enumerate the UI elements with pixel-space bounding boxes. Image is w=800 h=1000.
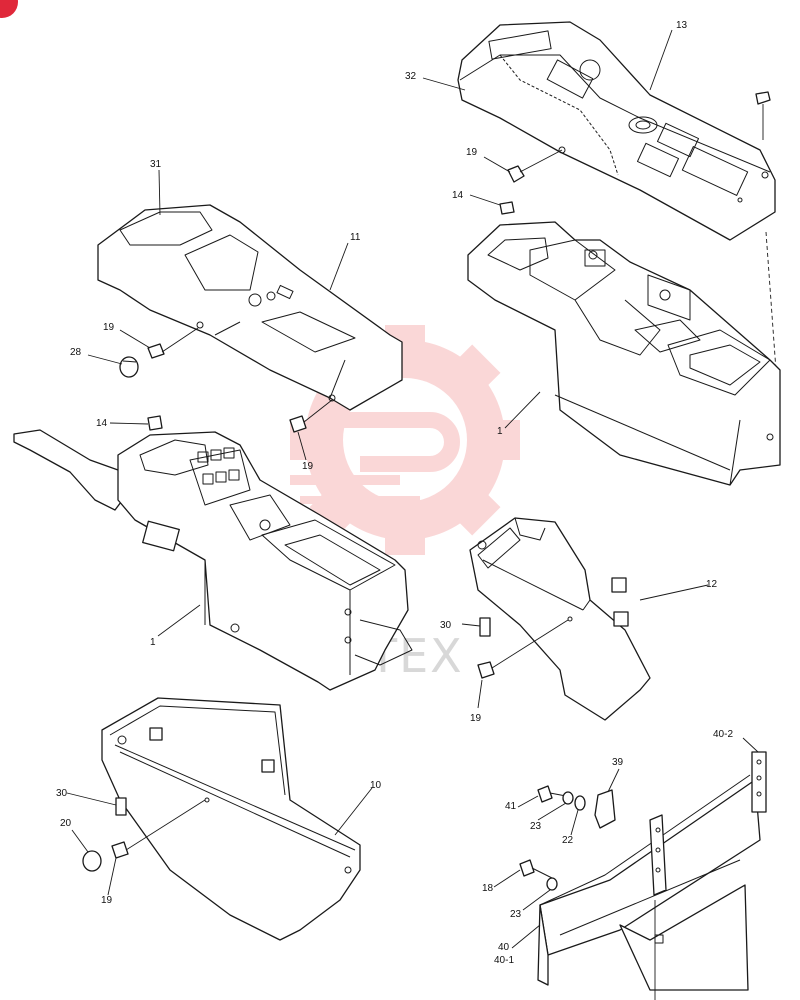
callout-39: 39 [612,757,624,768]
bolt-18 [519,859,553,879]
callout-11: 11 [350,232,361,243]
callout-23: 23 [510,909,522,920]
side-cover-12 [469,517,651,721]
callout-1: 1 [497,426,503,437]
callout-19: 19 [302,461,314,472]
callout-40-2: 40-2 [713,729,733,740]
bolt-30-right [479,617,491,637]
callout-19: 19 [470,713,482,724]
callout-19: 19 [101,895,113,906]
washer-23-upper [562,791,574,805]
callout-20: 20 [60,818,72,829]
nut-14-left [147,415,163,431]
callout-22: 22 [562,835,574,846]
bolt-19-left-a [147,327,199,359]
bolt-19-center [289,399,333,433]
bolt-30-left [115,797,127,816]
callout-40-1: 40-1 [494,955,514,966]
callout-19: 19 [466,147,478,158]
callout-14: 14 [96,418,108,429]
knob-20 [82,850,102,872]
bolt-19-lower-left [111,799,206,859]
callout-23: 23 [530,821,542,832]
bolt-19-right [477,619,569,679]
console-body-lower-1 [13,429,413,691]
callout-19: 19 [103,322,115,333]
callout-30: 30 [56,788,68,799]
callout-18: 18 [482,883,494,894]
callout-labels: 13 32 19 14 1 31 11 19 28 14 19 1 12 30 … [56,20,733,966]
nut-14-upper [499,201,515,215]
callout-30: 30 [440,620,452,631]
bolt-19-upper [507,146,566,183]
callout-31: 31 [150,159,162,170]
washer-23-lower [546,877,558,891]
bracket-40 [537,751,767,991]
side-cover-10 [101,697,361,941]
callout-1: 1 [150,637,156,648]
callout-leaders [66,29,759,949]
callout-40: 40 [498,942,510,953]
console-cover-13 [457,21,776,241]
callout-13: 13 [676,20,688,31]
callout-32: 32 [405,71,417,82]
screw-upper-right [755,91,779,399]
washer-22 [574,795,586,811]
callout-41: 41 [505,801,517,812]
corner-badge [0,0,18,18]
console-body-upper-1 [467,221,781,486]
callout-10: 10 [370,780,382,791]
callout-28: 28 [70,347,82,358]
bolt-41 [537,785,567,803]
bracket-39 [594,789,616,829]
callout-14: 14 [452,190,464,201]
callout-12: 12 [706,579,718,590]
knob-28 [119,356,139,378]
